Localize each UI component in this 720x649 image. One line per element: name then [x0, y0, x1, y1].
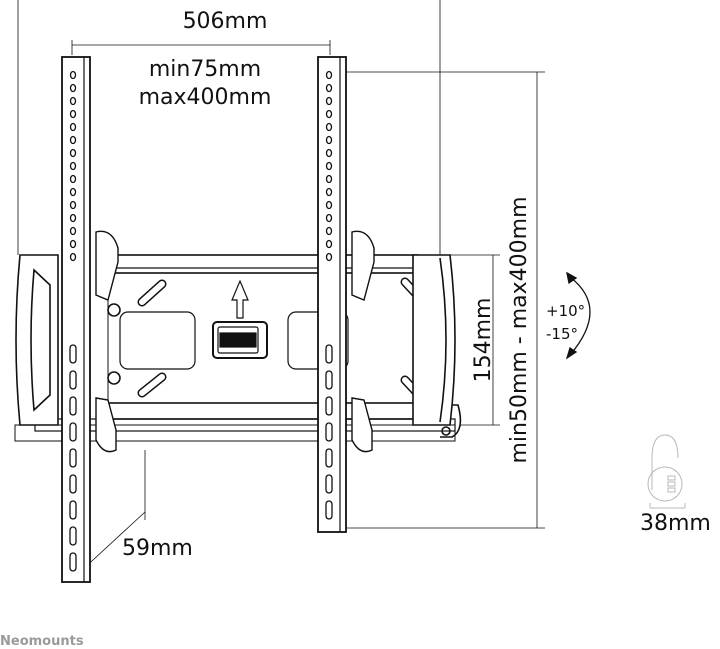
up-arrow-icon — [231, 279, 249, 319]
rail-hole — [325, 161, 333, 171]
rail-slot — [69, 396, 77, 416]
rail-slot — [69, 344, 77, 364]
rail-hole — [325, 109, 333, 119]
rail-hole — [69, 200, 77, 210]
rail-slot — [69, 448, 77, 468]
level-indicator — [212, 321, 268, 359]
rail-slot — [325, 344, 333, 364]
rail-hole — [325, 213, 333, 223]
rail-hole — [325, 148, 333, 158]
rail-slot — [69, 526, 77, 546]
rail-hole — [325, 122, 333, 132]
rail-hole — [325, 200, 333, 210]
rail-hole — [69, 239, 77, 249]
rail-slot — [325, 370, 333, 390]
rail-hole — [325, 174, 333, 184]
vesa-h-max-label: max400mm — [139, 85, 272, 110]
rail-slot — [69, 474, 77, 494]
rail-hole — [325, 239, 333, 249]
rail-hooks — [95, 230, 375, 453]
rail-hole — [325, 96, 333, 106]
screw-icon — [107, 371, 121, 385]
rail-hole — [325, 252, 333, 262]
rail-hole — [325, 70, 333, 80]
rail-hole — [69, 213, 77, 223]
rail-slot — [325, 448, 333, 468]
rail-hole — [69, 83, 77, 93]
tilt-arrow-icon — [565, 271, 591, 360]
rail-slot — [325, 396, 333, 416]
rail-slot — [69, 422, 77, 442]
profile-depth-label: 38mm — [640, 511, 711, 536]
total-width-label: 506mm — [183, 9, 268, 34]
rail-hole — [325, 187, 333, 197]
bracket-left — [15, 254, 59, 426]
rail-hole — [69, 161, 77, 171]
rail-hole — [69, 135, 77, 145]
rail-hole — [69, 174, 77, 184]
rail-hole — [69, 226, 77, 236]
rail-hole — [69, 252, 77, 262]
rail-hole — [69, 70, 77, 80]
rail-slot — [325, 474, 333, 494]
vesa-v-label: min50mm - max400mm — [507, 196, 532, 463]
rail-slot — [69, 370, 77, 390]
plate-cutout-left — [119, 311, 196, 370]
profile-side-icon — [647, 434, 686, 509]
rail-slot — [325, 422, 333, 442]
tilt-down-label: -15° — [546, 325, 578, 343]
plate-slots — [137, 277, 423, 399]
rail-slot — [69, 552, 77, 572]
rail-holes — [69, 70, 333, 572]
rail-hole — [69, 122, 77, 132]
brand-logo: Neomounts — [0, 634, 84, 649]
rail-slot — [325, 500, 333, 520]
rail-hole — [325, 226, 333, 236]
rail-hole — [69, 187, 77, 197]
screw-icon — [107, 303, 121, 317]
rail-hole — [69, 96, 77, 106]
depth-label: 59mm — [122, 536, 193, 561]
rail-hole — [325, 83, 333, 93]
rail-hole — [325, 135, 333, 145]
tilt-up-label: +10° — [546, 302, 585, 320]
plate-height-label: 154mm — [471, 298, 496, 383]
vesa-h-min-label: min75mm — [149, 57, 261, 82]
rail-hole — [69, 109, 77, 119]
bracket-right — [412, 254, 462, 438]
rail-left — [61, 56, 91, 583]
rail-hole — [69, 148, 77, 158]
rail-slot — [69, 500, 77, 520]
